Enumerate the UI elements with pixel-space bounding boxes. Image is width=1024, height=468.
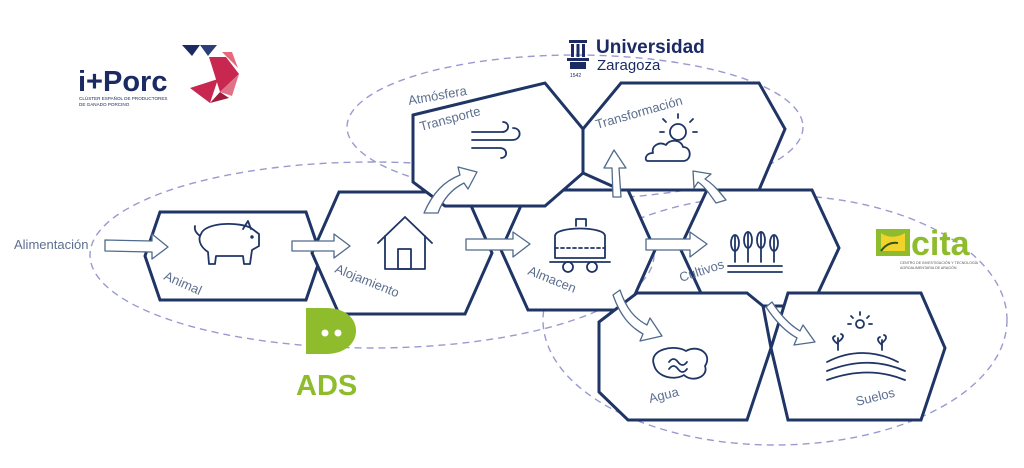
input-label: Alimentación xyxy=(14,237,88,252)
arrow-alojamiento-to-transporte xyxy=(423,166,478,214)
cita-subtitle-1: CENTRO DE INVESTIGACIÓN Y TECNOLOGÍA xyxy=(900,260,979,265)
sun-cloud-icon xyxy=(644,113,698,162)
cita-emblem-icon xyxy=(876,229,910,256)
unizar-city: Zaragoza xyxy=(597,57,661,74)
water-pond-icon xyxy=(652,347,708,380)
arrow-alojamiento-to-almacen xyxy=(465,231,531,258)
unizar-name: Universidad xyxy=(596,37,705,58)
hex-transporte xyxy=(411,81,585,208)
wheat-icon xyxy=(727,231,783,273)
field-sprout-icon xyxy=(826,311,906,381)
arrow-alimentacion-to-animal xyxy=(104,233,169,260)
cita-logo: cita CENTRO DE INVESTIGACIÓN Y TECNOLOGÍ… xyxy=(876,225,979,270)
iporc-subtitle-2: DE GANADO PORCINO xyxy=(79,102,130,107)
house-icon xyxy=(377,216,433,270)
pig-icon xyxy=(193,220,260,265)
arrow-almacen-to-cultivos xyxy=(645,231,708,258)
wind-icon xyxy=(471,121,521,159)
ads-emblem-icon xyxy=(306,308,356,354)
arrow-cultivos-to-transformacion xyxy=(692,170,727,204)
cita-name: cita xyxy=(911,225,971,263)
arrow-almacen-to-agua xyxy=(612,289,663,342)
arrow-almacen-to-transformacion xyxy=(603,149,627,198)
cita-subtitle-2: AGROALIMENTARIA DE ARAGÓN xyxy=(900,265,957,270)
iporc-subtitle-1: CLÚSTER ESPAÑOL DE PRODUCTORES xyxy=(79,95,168,101)
arrow-animal-to-alojamiento xyxy=(291,233,351,259)
slurry-tank-icon xyxy=(549,218,611,273)
iporc-name: i+Porc xyxy=(78,66,167,98)
ellipse-atmosphere xyxy=(346,54,804,200)
arrow-cultivos-to-suelos xyxy=(765,301,816,346)
iporc-logo: i+Porc CLÚSTER ESPAÑOL DE PRODUCTORES DE… xyxy=(78,45,239,107)
ellipse-soil-water xyxy=(542,194,1008,446)
iporc-emblem-icon xyxy=(182,45,239,103)
hex-almacen xyxy=(499,188,657,312)
unizar-year: 1542 xyxy=(570,73,581,79)
ads-logo: ADS xyxy=(296,308,357,402)
node-label-agua: Agua xyxy=(647,384,681,406)
unizar-logo: 1542 Universidad Zaragoza xyxy=(567,37,705,79)
hex-suelos xyxy=(769,291,947,422)
unizar-building-icon xyxy=(567,40,589,69)
ads-name: ADS xyxy=(296,370,357,402)
